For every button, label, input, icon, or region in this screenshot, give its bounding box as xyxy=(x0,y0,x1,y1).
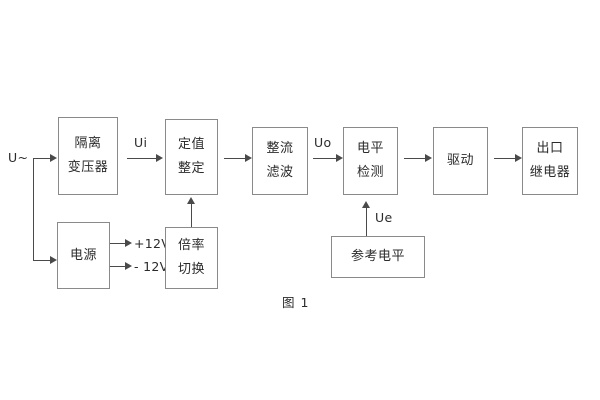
block-output-relay: 出口 继电器 xyxy=(522,127,578,195)
block-rectify-filter: 整流 滤波 xyxy=(252,127,308,195)
input-signal-label: U~ xyxy=(8,150,29,165)
block-rectify-filter-line-1: 整流 xyxy=(266,141,294,157)
power-pos12v-label: +12V xyxy=(134,236,171,251)
reference-to-level-line xyxy=(366,207,367,236)
block-rectify-filter-line-2: 滤波 xyxy=(266,165,294,180)
input-to-power-arrowhead xyxy=(50,256,57,264)
input-to-power-line xyxy=(33,260,51,261)
block-output-relay-line-2: 继电器 xyxy=(529,165,571,180)
block-drive-line-1: 驱动 xyxy=(446,153,474,169)
level-to-drive-arrowhead xyxy=(425,154,432,162)
block-drive: 驱动 xyxy=(433,127,488,195)
rectify-to-level-arrowhead xyxy=(336,154,343,162)
block-multiplier-switch: 倍率 切换 xyxy=(165,227,218,289)
power-pos12v-arrowhead xyxy=(125,239,132,247)
block-output-relay-line-1: 出口 xyxy=(536,141,564,157)
transformer-to-setting-arrowhead xyxy=(156,154,163,162)
block-isolation-transformer-line-2: 变压器 xyxy=(67,160,109,175)
power-neg12v-line xyxy=(110,266,126,267)
multiplier-to-setting-line xyxy=(191,203,192,227)
block-multiplier-switch-line-2: 切换 xyxy=(177,262,205,277)
power-neg12v-arrowhead xyxy=(125,262,132,270)
rectify-to-level-line xyxy=(313,158,337,159)
block-multiplier-switch-line-1: 倍率 xyxy=(177,238,205,254)
signal-ui-label: Ui xyxy=(134,135,148,150)
block-reference-level: 参考电平 xyxy=(331,236,425,278)
setting-to-rectify-line xyxy=(224,158,246,159)
block-setting-value-line-2: 整定 xyxy=(177,161,205,176)
block-reference-level-line-1: 参考电平 xyxy=(350,249,405,265)
input-branch-bus xyxy=(33,158,34,260)
block-power-supply: 电源 xyxy=(57,222,110,289)
reference-to-level-arrowhead xyxy=(362,201,370,208)
multiplier-to-setting-arrowhead xyxy=(187,197,195,204)
transformer-to-setting-line xyxy=(127,158,157,159)
block-isolation-transformer-line-1: 隔离 xyxy=(74,136,102,152)
block-isolation-transformer: 隔离 变压器 xyxy=(58,117,118,195)
input-to-transformer-line xyxy=(33,158,51,159)
level-to-drive-line xyxy=(404,158,426,159)
drive-to-output-line xyxy=(494,158,516,159)
input-to-transformer-arrowhead xyxy=(50,154,57,162)
block-level-detect-line-1: 电平 xyxy=(356,141,384,157)
signal-ue-label: Ue xyxy=(375,210,393,225)
figure-caption: 图 1 xyxy=(282,295,310,310)
signal-uo-label: Uo xyxy=(314,135,332,150)
setting-to-rectify-arrowhead xyxy=(245,154,252,162)
power-pos12v-line xyxy=(110,243,126,244)
drive-to-output-arrowhead xyxy=(515,154,522,162)
block-power-supply-line-1: 电源 xyxy=(69,247,97,263)
block-setting-value: 定值 整定 xyxy=(165,119,218,195)
power-neg12v-label: - 12V xyxy=(134,259,169,274)
block-level-detect-line-2: 检测 xyxy=(356,165,384,180)
block-setting-value-line-1: 定值 xyxy=(177,137,205,153)
block-level-detect: 电平 检测 xyxy=(343,127,398,195)
